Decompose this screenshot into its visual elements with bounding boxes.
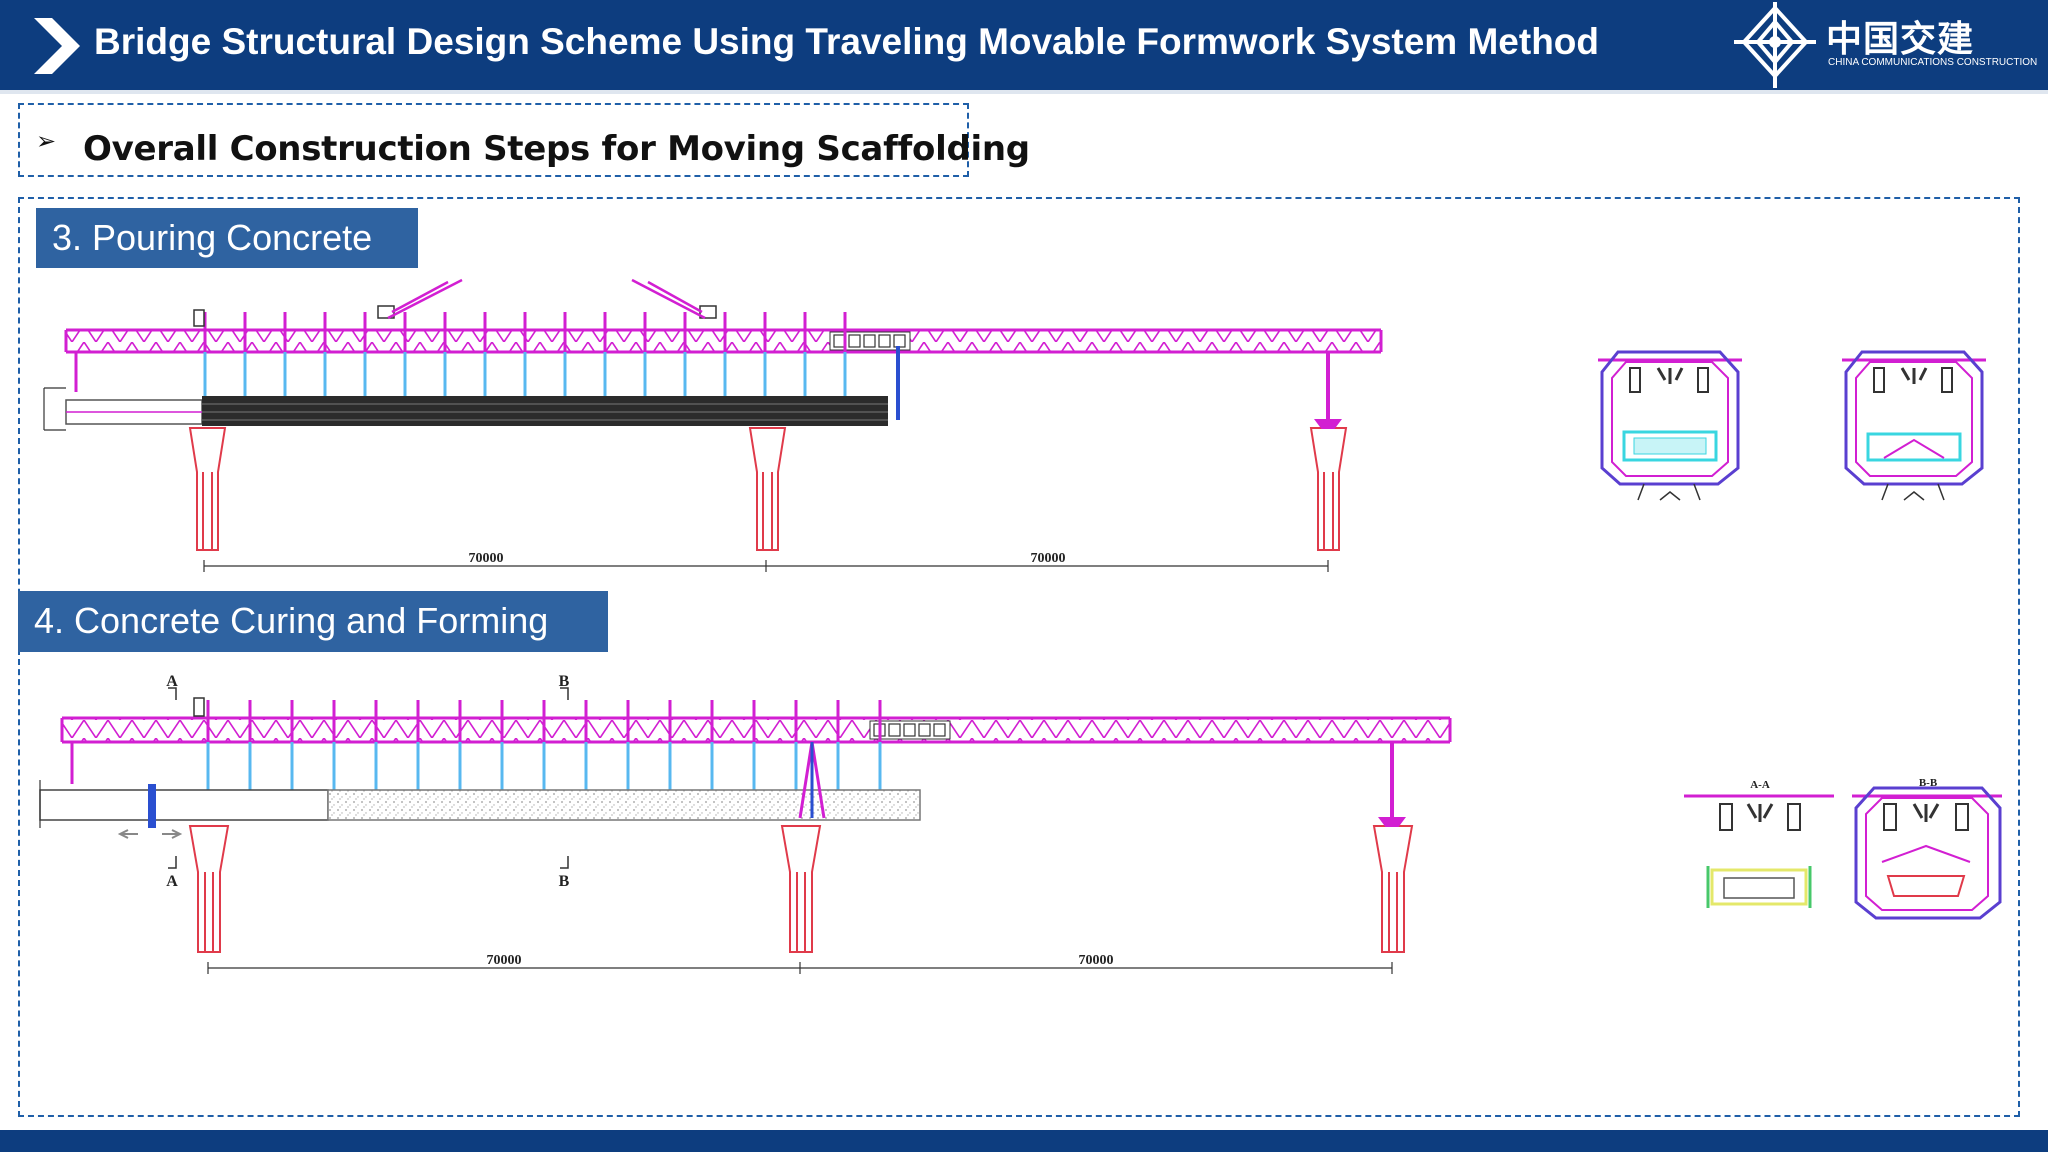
step4-dimension-2: 70000 [1079, 953, 1114, 968]
step3-section-1 [1598, 350, 1742, 501]
step3-dimension-line [203, 560, 1329, 572]
arrow-bullet-icon: ➢ [36, 127, 57, 155]
step4-truss [60, 697, 1452, 744]
marker-a-top: A [166, 673, 178, 690]
section-subtitle: Overall Construction Steps for Moving Sc… [83, 129, 1030, 169]
header-bar: Bridge Structural Design Scheme Using Tr… [0, 0, 2048, 90]
page-title: Bridge Structural Design Scheme Using Tr… [94, 21, 1600, 62]
step3-piers [188, 352, 1348, 551]
step3-dimension-1: 70000 [469, 551, 504, 566]
step-3-label: 3. Pouring Concrete [36, 208, 418, 268]
step4-section-b: B-B [1852, 777, 2002, 920]
header-divider [0, 90, 2048, 94]
step4-piers [188, 742, 1414, 953]
content-frame [18, 197, 2020, 1117]
step4-section-markers [168, 687, 569, 869]
step3-girder [43, 346, 900, 431]
step4-elevation: A B A B 70000 70000 [39, 673, 1452, 974]
company-logo-icon [1734, 2, 1816, 88]
step4-hangers [204, 700, 884, 804]
marker-b-top: B [559, 673, 570, 690]
step3-dimension-2: 70000 [1031, 551, 1066, 566]
step-4-label: 4. Concrete Curing and Forming [18, 591, 608, 652]
step3-section-2 [1842, 350, 1986, 501]
logo-text-en: CHINA COMMUNICATIONS CONSTRUCTION [1828, 57, 2038, 68]
footer-bar [0, 1130, 2048, 1152]
step4-dimension-1: 70000 [487, 953, 522, 968]
section-label-bb: B-B [1919, 777, 1938, 789]
step3-hangers [203, 312, 847, 400]
step3-cranes [193, 278, 717, 327]
logo-text-cn: 中国交建 [1826, 19, 1975, 60]
subtitle-box: ➢ Overall Construction Steps for Moving … [18, 103, 1030, 177]
step3-elevation: 70000 70000 [43, 278, 1383, 572]
step4-dimension-line [207, 962, 1393, 974]
marker-a-bottom: A [166, 873, 178, 890]
chevron-right-icon [34, 18, 80, 74]
step4-girder [39, 741, 921, 839]
marker-b-bottom: B [559, 873, 570, 890]
section-label-aa: A-A [1750, 779, 1770, 791]
step4-section-a: A-A [1684, 779, 1834, 908]
